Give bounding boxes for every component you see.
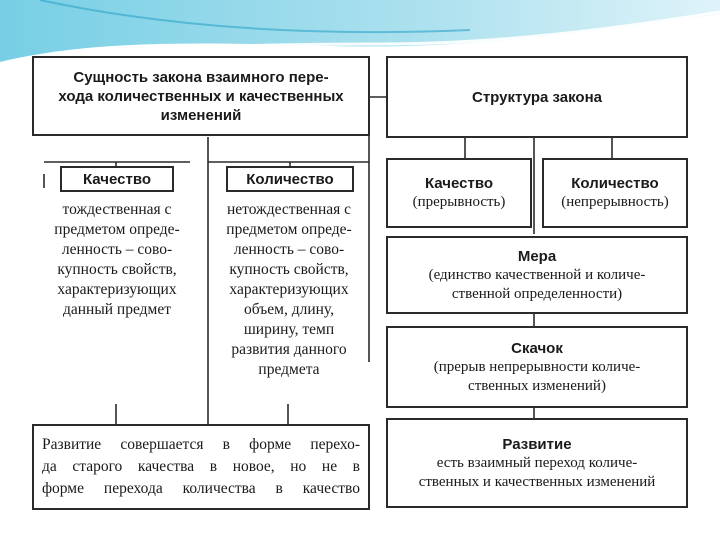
law-structure-title: Структура закона — [471, 88, 602, 106]
quality-desc-line-4: купность свойств, — [57, 261, 177, 278]
quantity-desc-line-4: купность свойств, — [229, 261, 349, 278]
leap-label: Скачок — [511, 339, 563, 357]
law-essence-title-box: Сущность закона взаимного пере- хода кол… — [32, 56, 370, 136]
right-development-box: Развитие есть взаимный переход количе- с… — [386, 418, 688, 508]
left-quality-label: Качество — [82, 170, 152, 188]
quantity-desc-line-3: ленность – сово- — [233, 241, 345, 258]
law-essence-title-line-2: хода количественных и качественных — [58, 87, 344, 105]
quality-desc-line-3: ленность – сово- — [61, 241, 173, 258]
right-quantity-note: (непрерывность) — [561, 194, 669, 210]
quantity-desc-line-5: характеризующих — [229, 281, 349, 298]
left-quality-label-box: Качество — [60, 166, 174, 192]
right-quality-label: Качество — [424, 175, 494, 192]
right-development-line-1: есть взаимный переход количе- — [436, 454, 638, 471]
left-quantity-label-box: Количество — [226, 166, 354, 192]
decorative-swoosh-header — [0, 0, 720, 72]
quantity-desc-line-6: объем, длину, — [244, 301, 334, 318]
law-essence-title-line-3: изменений — [160, 106, 242, 124]
leap-line-1: (прерыв непрерывности количе- — [433, 358, 641, 375]
right-development-line-2: ственных и качественных изменений — [418, 473, 656, 490]
measure-box: Мера (единство качественной и количе- ст… — [386, 236, 688, 314]
left-quantity-description: нетождественная с предметом опреде- ленн… — [208, 200, 370, 380]
right-quality-box: Качество (прерывность) — [386, 158, 532, 228]
leap-line-2: ственных изменений) — [468, 377, 606, 394]
quality-desc-line-1: тождественная с — [62, 201, 172, 218]
quality-desc-line-5: характеризующих — [57, 281, 177, 298]
left-quality-description: тождественная с предметом опреде- леннос… — [32, 200, 202, 320]
left-development-line-1: Развитие совершается в форме перехо- — [42, 436, 360, 453]
right-development-label: Развитие — [502, 435, 572, 453]
right-quality-note: (прерывность) — [412, 194, 506, 210]
quantity-desc-line-9: предмета — [258, 361, 320, 378]
leap-box: Скачок (прерыв непрерывности количе- ств… — [386, 326, 688, 408]
measure-label: Мера — [517, 247, 557, 265]
left-development-box: Развитие совершается в форме перехо- да … — [32, 424, 370, 510]
left-quantity-label: Количество — [246, 170, 334, 188]
right-quantity-label: Количество — [571, 175, 659, 192]
law-essence-title-line-1: Сущность закона взаимного пере- — [73, 68, 329, 86]
quality-desc-line-6: данный предмет — [62, 301, 171, 318]
left-development-line-2: да старого качества в новое, но не в — [42, 458, 360, 475]
right-quantity-box: Количество (непрерывность) — [542, 158, 688, 228]
law-structure-title-box: Структура закона — [386, 56, 688, 138]
quantity-desc-line-7: ширину, темп — [243, 321, 335, 338]
measure-line-1: (единство качественной и количе- — [428, 266, 646, 283]
measure-line-2: ственной определенности) — [451, 285, 623, 302]
quantity-desc-line-2: предметом опреде- — [226, 221, 352, 238]
quantity-desc-line-8: развития данного — [231, 341, 347, 358]
quality-desc-line-2: предметом опреде- — [54, 221, 180, 238]
quantity-desc-line-1: нетождественная с — [226, 201, 352, 218]
left-development-line-3: форме перехода количества в качество — [42, 480, 360, 497]
